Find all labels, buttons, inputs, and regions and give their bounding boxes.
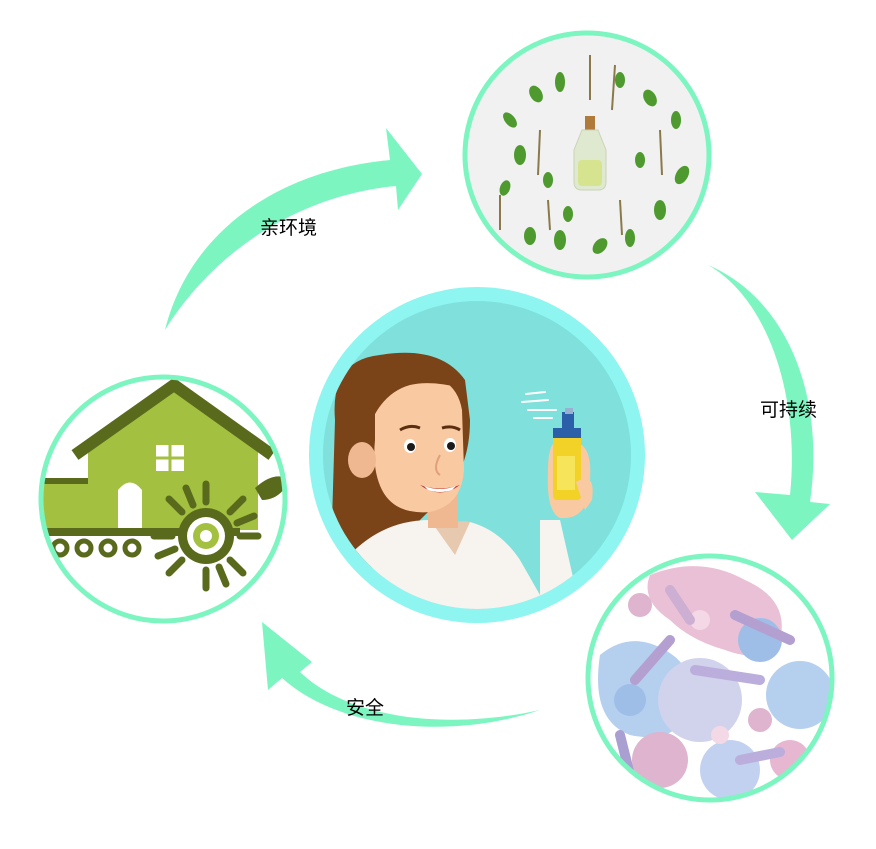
bacteria-image — [585, 553, 835, 803]
label-eco: 亲环境 — [260, 217, 317, 239]
house-image — [38, 374, 288, 624]
label-sustainable: 可持续 — [760, 399, 817, 421]
arrow-sustainable — [708, 265, 830, 540]
arrow-eco — [165, 128, 422, 330]
herbs-image — [462, 30, 712, 280]
label-safe: 安全 — [346, 697, 384, 719]
arrow-safe — [262, 622, 540, 727]
center-image — [309, 287, 645, 623]
